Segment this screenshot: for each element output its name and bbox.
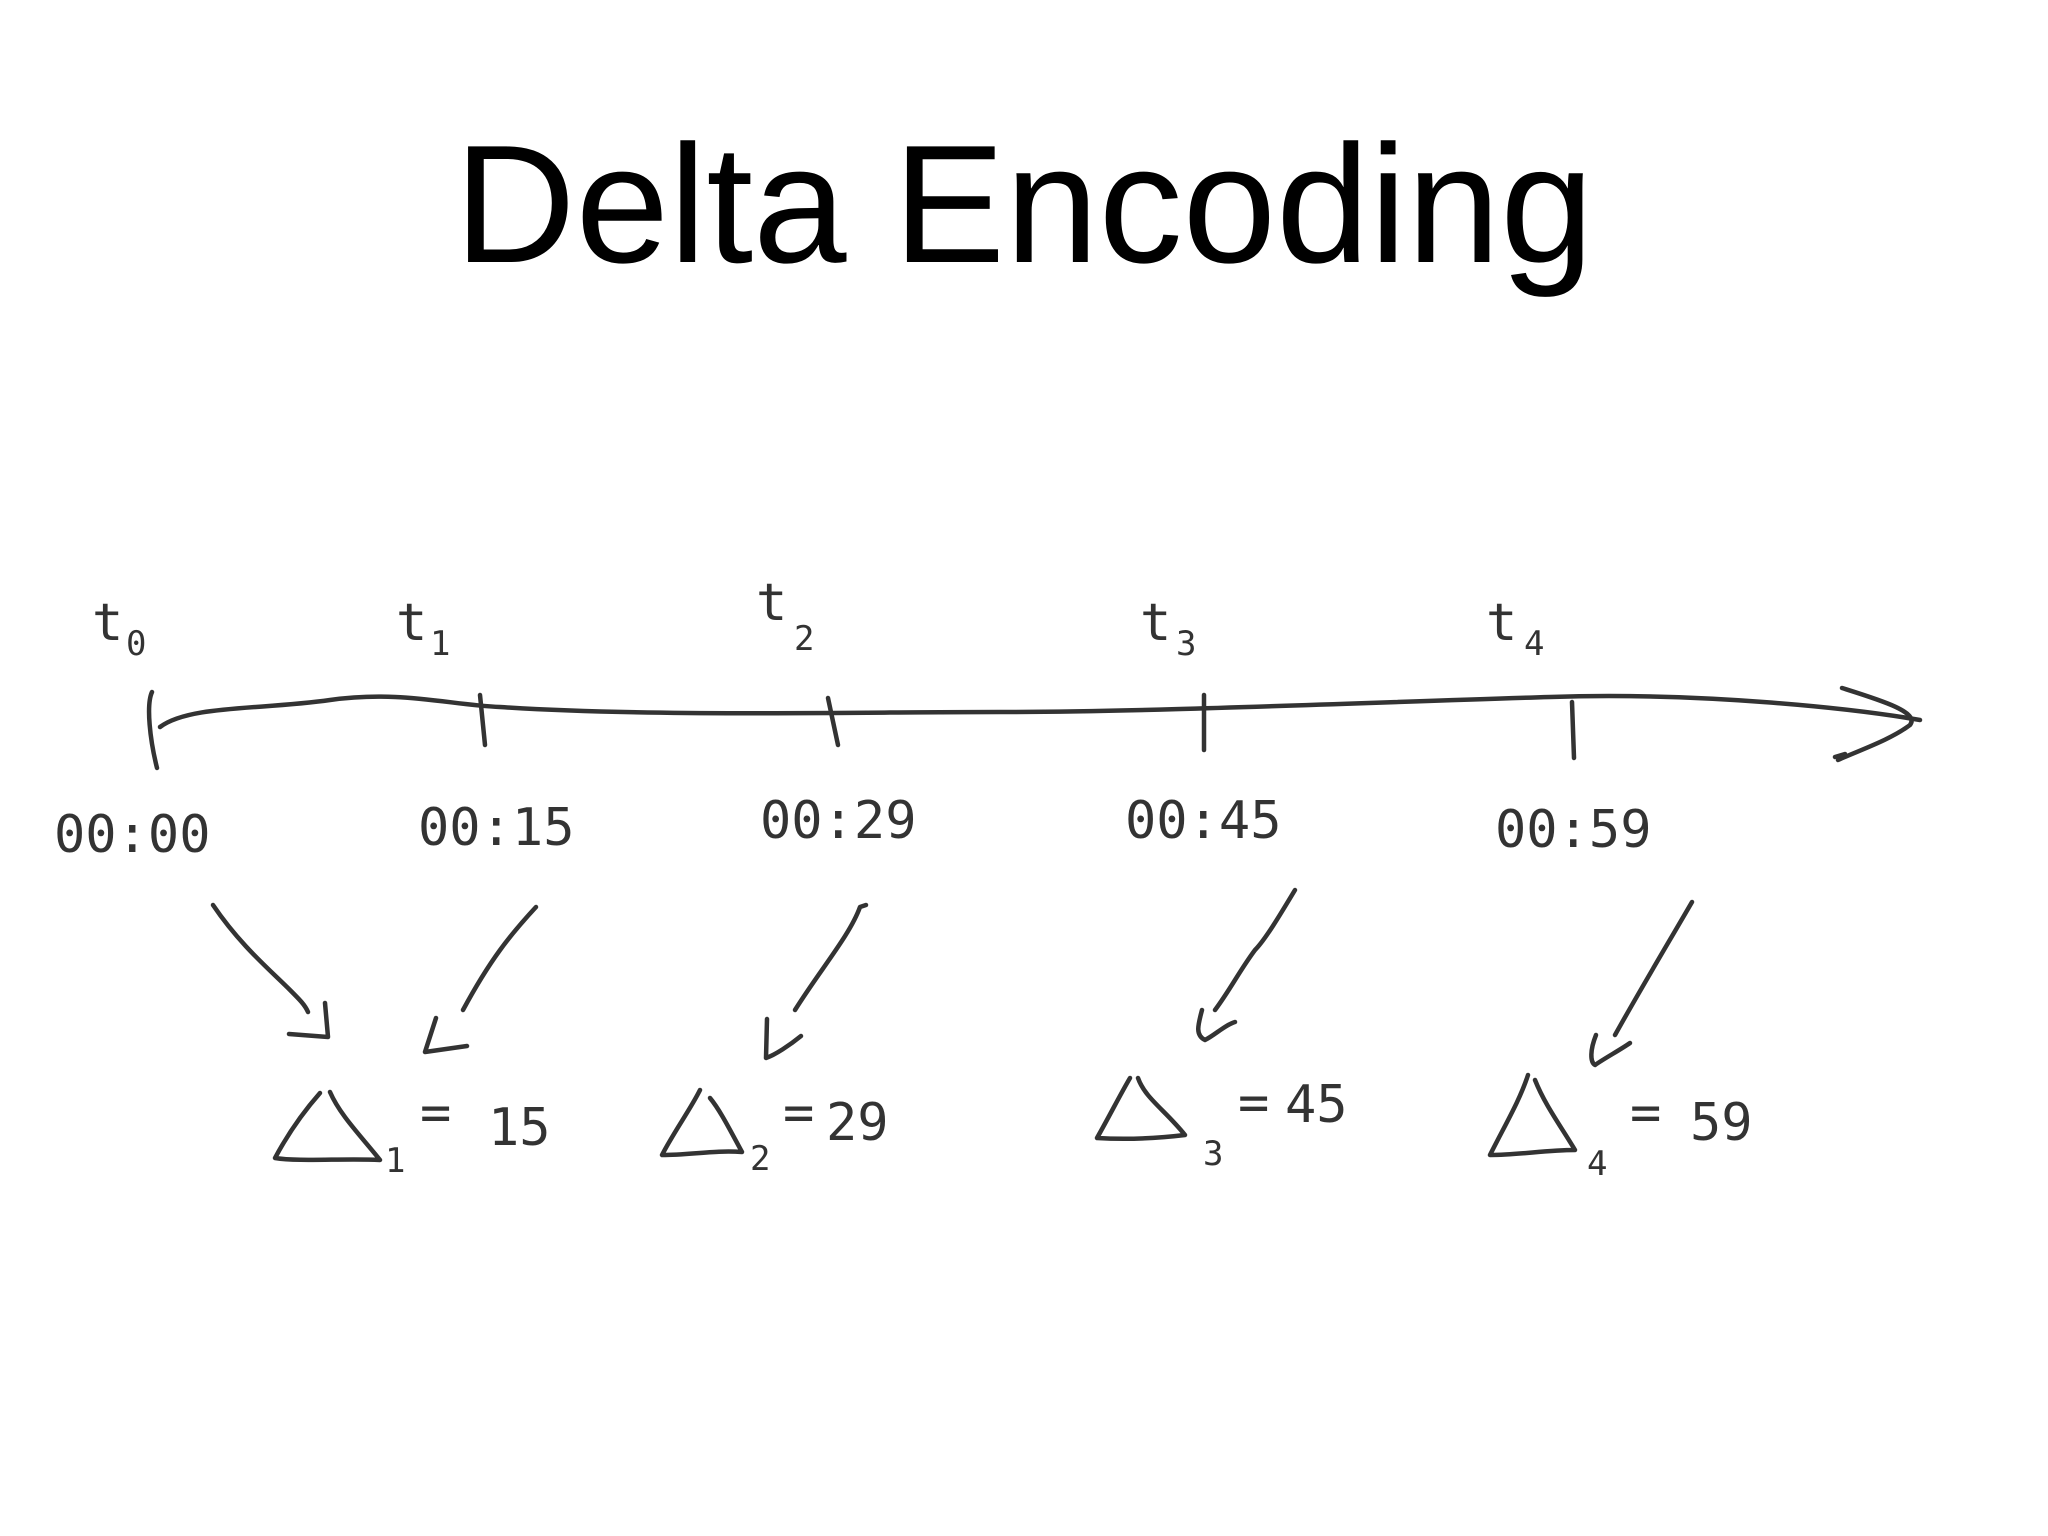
t-index: 3 (1176, 624, 1196, 664)
time-value-t3: 00:45 (1125, 791, 1282, 851)
time-value-t2: 00:29 (760, 791, 917, 851)
t-symbol: t (92, 593, 123, 653)
time-value-t1: 00:15 (418, 798, 575, 858)
arrow-t4-to-delta4 (1589, 899, 1695, 1068)
timeline-arrowhead-tip (1832, 751, 1848, 760)
delta-value-3: 45 (1285, 1075, 1348, 1135)
delta-index-4: 4 (1587, 1144, 1607, 1184)
delta-value-1: 15 (488, 1098, 551, 1158)
delta-equals-1: = (420, 1083, 451, 1143)
t-symbol: t (1140, 593, 1171, 653)
t-symbol: t (1486, 593, 1517, 653)
arrow-t3-to-delta3 (1196, 887, 1298, 1043)
tick-mark-t1 (477, 692, 488, 748)
t-symbol: t (396, 593, 427, 653)
delta-equals-2: = (783, 1083, 814, 1143)
time-value-t0: 00:00 (54, 805, 211, 865)
delta-index-3: 3 (1203, 1134, 1223, 1174)
delta-value-2: 29 (826, 1093, 889, 1153)
arrow-t0-to-delta1 (210, 902, 331, 1040)
timeline-axis (157, 693, 1923, 730)
t-index: 2 (794, 619, 814, 659)
tick-mark-t2 (825, 695, 841, 748)
delta-index-1: 1 (385, 1141, 405, 1181)
t-index: 0 (126, 624, 146, 664)
tick-mark-t0 (146, 689, 160, 771)
timestamp-label-t2: t 2 (756, 573, 814, 659)
t-symbol: t (756, 573, 787, 633)
delta-equals-4: = (1630, 1083, 1661, 1143)
timestamp-label-t1: t 1 (396, 593, 450, 664)
delta-triangle-2 (659, 1087, 745, 1158)
t-index: 1 (430, 624, 450, 664)
delta-triangle-1 (272, 1089, 383, 1163)
tick-mark-t4 (1569, 699, 1577, 761)
timestamp-label-t0: t 0 (92, 593, 146, 664)
page-title: Delta Encoding (454, 110, 1594, 298)
delta-triangle-3 (1094, 1075, 1188, 1142)
time-value-t4: 00:59 (1495, 800, 1652, 860)
delta-index-2: 2 (750, 1139, 770, 1179)
timestamp-label-t3: t 3 (1140, 593, 1196, 664)
arrow-t2-to-delta2 (763, 902, 869, 1061)
delta-triangle-4 (1487, 1072, 1578, 1158)
delta-value-4: 59 (1690, 1093, 1753, 1153)
arrow-t1-to-delta1 (422, 904, 539, 1055)
timeline-arrowhead (1835, 685, 1914, 763)
delta-equals-3: = (1238, 1073, 1269, 1133)
t-index: 4 (1524, 624, 1544, 664)
timestamp-label-t4: t 4 (1486, 593, 1544, 664)
